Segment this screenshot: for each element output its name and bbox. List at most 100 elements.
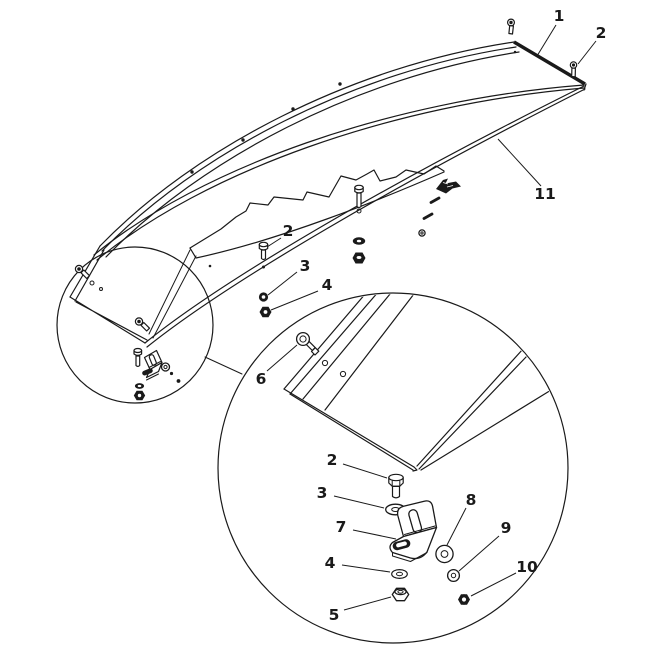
callout-number: 8 [466, 491, 477, 509]
rim-hole [338, 82, 342, 86]
callout-number: 9 [501, 519, 512, 537]
callout-leader [342, 463, 388, 479]
mount-bar-bottom-edge [189, 171, 445, 259]
large-detail-circle [217, 292, 569, 644]
bolt-left-upper [74, 264, 91, 280]
bolt-left-lower [134, 317, 151, 332]
callout-leader [352, 529, 397, 540]
hex-nut-detail [391, 587, 410, 602]
small-detail-circle [56, 246, 214, 404]
clip-bracket-edge-view [436, 178, 461, 194]
deflector-panel [69, 40, 587, 348]
bar-hole [208, 264, 212, 268]
callout-leader [333, 495, 385, 509]
bolt-top-left [507, 18, 516, 35]
spacer-dash [422, 212, 434, 220]
callout-leader [266, 237, 282, 248]
panel-fold-curve-1 [93, 84, 585, 256]
callout-7-detail: 7 [336, 518, 397, 540]
washer-upper [352, 237, 366, 245]
bar-hole [262, 265, 265, 269]
callout-number: 6 [256, 370, 267, 388]
callout-number: 2 [327, 451, 338, 469]
small-detail-circle-outline [56, 246, 214, 404]
washer-small-right [418, 229, 426, 237]
mount-bar [189, 165, 445, 259]
rim-hole [291, 107, 295, 111]
magnified-hole [339, 370, 347, 378]
callout-number: 3 [300, 257, 311, 275]
callout-number: 2 [283, 222, 294, 240]
callout-number: 2 [596, 24, 607, 42]
callout-1: 1 [536, 7, 565, 57]
hex-bolt-detail [388, 473, 404, 499]
small-dot [169, 371, 174, 376]
rim-hole [241, 138, 245, 142]
callout-number: 4 [322, 276, 333, 294]
bar-hole [356, 208, 362, 214]
callout-leader [343, 596, 392, 611]
callout-number: 7 [336, 518, 347, 536]
callout-2-middle: 2 [266, 222, 294, 248]
panel-bottom-edge-2 [146, 88, 586, 348]
callout-2-top: 2 [577, 24, 607, 65]
callout-number: 5 [329, 606, 340, 624]
magnified-hole [321, 359, 329, 367]
mount-bar-link-lines [148, 249, 197, 339]
callout-leader [270, 290, 319, 311]
rim-hole [190, 170, 194, 174]
carriage-bolt-middle [258, 241, 269, 261]
flange-lock-nut [458, 594, 470, 605]
callout-6: 6 [256, 344, 298, 388]
callout-leader [497, 138, 542, 187]
callout-leader [536, 24, 557, 57]
nut-upper [352, 252, 366, 264]
callout-leader [266, 344, 298, 372]
callouts: 1 2 11 2 3 4 6 2 [256, 7, 607, 624]
callout-5-detail: 5 [329, 596, 392, 624]
panel-rim-middle-curve [101, 46, 517, 252]
callout-10-detail: 10 [470, 558, 538, 597]
large-detail-circle-outline [217, 292, 569, 644]
corner-mark [513, 50, 517, 54]
callout-number: 11 [534, 185, 556, 203]
hex-nut-small [133, 390, 146, 401]
panel-rim-outer-curve [99, 41, 515, 247]
corner-hole [99, 287, 103, 291]
callout-8-detail: 8 [446, 491, 477, 546]
callout-number: 3 [317, 484, 328, 502]
carriage-bolt-upper [354, 184, 364, 209]
callout-leader [458, 535, 500, 572]
panel-bottom-edge-1 [144, 85, 585, 344]
corner-hole [89, 280, 95, 286]
callout-3-middle: 3 [267, 257, 311, 296]
washer-small-detail [160, 362, 171, 372]
panel-left-flange [69, 296, 148, 344]
callout-4-middle: 4 [270, 276, 333, 311]
callout-2-detail: 2 [327, 451, 388, 479]
panel-holes [190, 50, 517, 269]
callout-number: 4 [325, 554, 336, 572]
small-dot [176, 379, 181, 383]
callout-9-detail: 9 [458, 519, 512, 572]
main-hardware [258, 18, 578, 318]
angle-bracket-small [142, 349, 163, 381]
nut-middle [259, 306, 272, 318]
small-washer [446, 568, 461, 583]
callout-3-detail: 3 [317, 484, 385, 509]
callout-number: 1 [554, 7, 565, 25]
bolt-top-right [569, 61, 578, 78]
lock-washer-small [134, 383, 145, 389]
callout-leader [577, 40, 597, 65]
callout-leader [267, 271, 298, 296]
callout-leader [470, 572, 517, 597]
washer-middle [258, 292, 269, 302]
slotted-angle-bracket [389, 500, 438, 562]
panel-fold-curve-2 [96, 87, 585, 261]
spacer-dash [429, 196, 441, 204]
large-detail-contents [283, 294, 557, 605]
hex-bolt-small [133, 347, 143, 367]
mount-bar-zigzag-edge [189, 165, 445, 249]
